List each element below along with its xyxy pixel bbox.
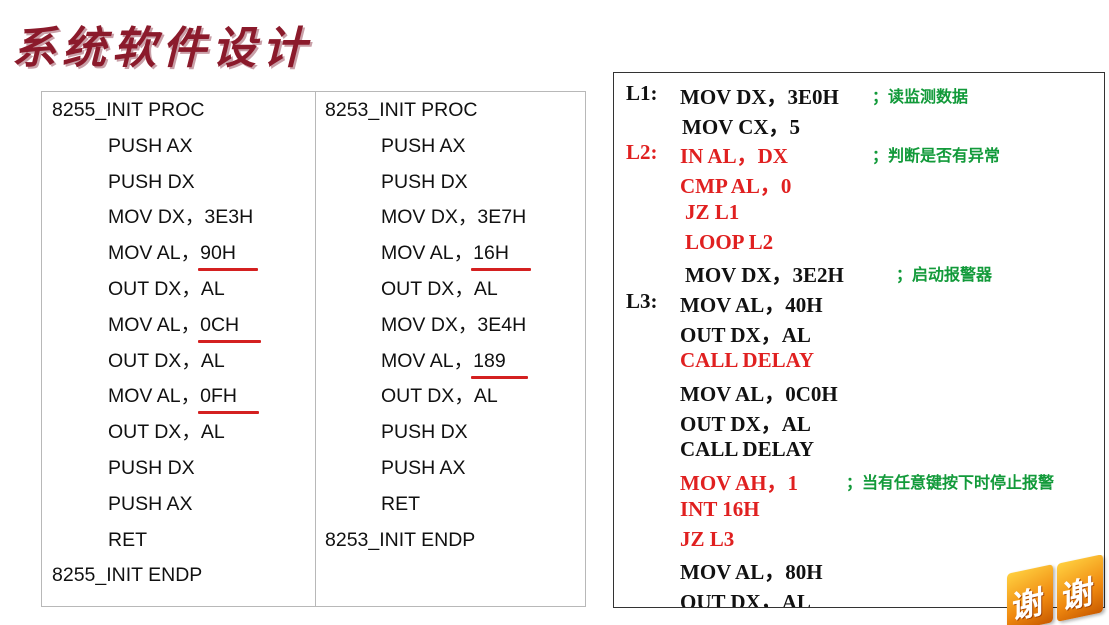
thanks-tile: 谢: [1057, 555, 1103, 622]
code-comment: ；当有任意键按下时停止报警: [846, 473, 1055, 493]
code-column-8255: 8255_INIT PROC PUSH AX PUSH DX MOV DX，3E3H M…: [52, 98, 262, 599]
code-line: PUSH DX: [381, 170, 468, 193]
code-line: OUT DX，AL: [108, 421, 225, 444]
underlined-value: 0FH: [198, 385, 259, 415]
underlined-value: 90H: [198, 242, 258, 272]
code-text: MOV AH，1: [680, 471, 799, 496]
slide-title: 系统软件设计: [12, 23, 312, 74]
code-text: MOV AL，: [108, 385, 201, 408]
code-line: OUT DX，AL: [381, 385, 498, 408]
column-divider: [315, 92, 316, 606]
code-text: CALL DELAY: [680, 437, 815, 462]
code-line: PUSH AX: [381, 134, 466, 157]
code-line: PUSH DX: [381, 421, 468, 444]
code-line: MOV AL，90H: [52, 241, 258, 277]
code-text: MOV AL，: [381, 242, 474, 265]
code-line: RET: [108, 528, 147, 551]
code-line: MOV AL，0CH: [52, 313, 262, 349]
code-line: RET: [381, 492, 420, 515]
code-line: MOV AL，16H: [325, 241, 531, 277]
code-line: PUSH AX: [108, 134, 193, 157]
code-line: PUSH DX: [108, 456, 195, 479]
code-text: MOV AL，: [108, 242, 201, 265]
code-line: 8255_INIT ENDP: [52, 564, 203, 587]
underlined-value: 16H: [471, 242, 531, 272]
line-label: L3:: [626, 288, 658, 313]
code-text: OUT DX，AL: [680, 322, 811, 347]
left-code-panel: 8255_INIT PROC PUSH AX PUSH DX MOV DX，3E3H M…: [41, 91, 586, 607]
thanks-char: 谢: [1062, 572, 1095, 617]
code-line: MOV AL，0FH: [52, 384, 259, 420]
code-text: MOV AL，40H: [680, 292, 823, 317]
code-text: INT 16H: [680, 496, 760, 521]
code-line: 8253_INIT ENDP: [325, 528, 476, 551]
code-text: JZ L1: [685, 199, 740, 224]
code-text: MOV DX，3E0H: [680, 85, 839, 109]
code-comment: ；启动报警器: [896, 265, 993, 285]
code-line: OUT DX，AL: [108, 277, 225, 300]
code-text: MOV AL，: [381, 349, 474, 372]
code-line: MOV DX，3E7H: [381, 206, 527, 229]
code-line: PUSH AX: [108, 492, 193, 515]
code-text: OUT DX，AL: [680, 589, 811, 608]
code-text: MOV CX，5: [682, 114, 801, 139]
thanks-tile: 谢: [1007, 564, 1053, 625]
thanks-badge: 谢 谢: [1005, 555, 1109, 625]
code-text: OUT DX，AL: [680, 411, 811, 436]
code-line: MOV DX，3E4H: [381, 313, 527, 336]
code-line: MOV DX，3E3H: [108, 206, 254, 229]
code-line: PUSH AX: [381, 456, 466, 479]
code-comment: ；读监测数据: [872, 87, 969, 106]
code-text: CALL DELAY: [680, 348, 815, 373]
code-column-8253: 8253_INIT PROC PUSH AX PUSH DX MOV DX，3E7H M…: [325, 98, 531, 563]
code-line: OUT DX，AL: [381, 277, 498, 300]
code-line: 8253_INIT PROC: [325, 99, 478, 121]
code-comment: ；判断是否有异常: [872, 146, 1001, 166]
underlined-value: 0CH: [198, 313, 262, 343]
code-text: JZ L3: [680, 526, 735, 551]
code-line: OUT DX，AL: [108, 349, 225, 372]
underlined-value: 189: [471, 349, 527, 379]
code-text: MOV DX，3E2H: [685, 263, 844, 288]
code-text: MOV AL，80H: [680, 560, 823, 585]
code-text: MOV AL，0C0H: [680, 382, 838, 406]
code-line: PUSH DX: [108, 170, 195, 193]
thanks-char: 谢: [1012, 582, 1045, 625]
line-label: L1:: [626, 81, 658, 105]
code-text: IN AL，DX: [680, 144, 788, 169]
line-label: L2:: [626, 140, 658, 165]
code-line: MOV AL，189: [325, 349, 527, 385]
code-text: MOV AL，: [108, 313, 201, 336]
code-text: LOOP L2: [685, 229, 774, 254]
code-line: 8255_INIT PROC: [52, 99, 205, 121]
code-text: CMP AL，0: [680, 174, 792, 199]
